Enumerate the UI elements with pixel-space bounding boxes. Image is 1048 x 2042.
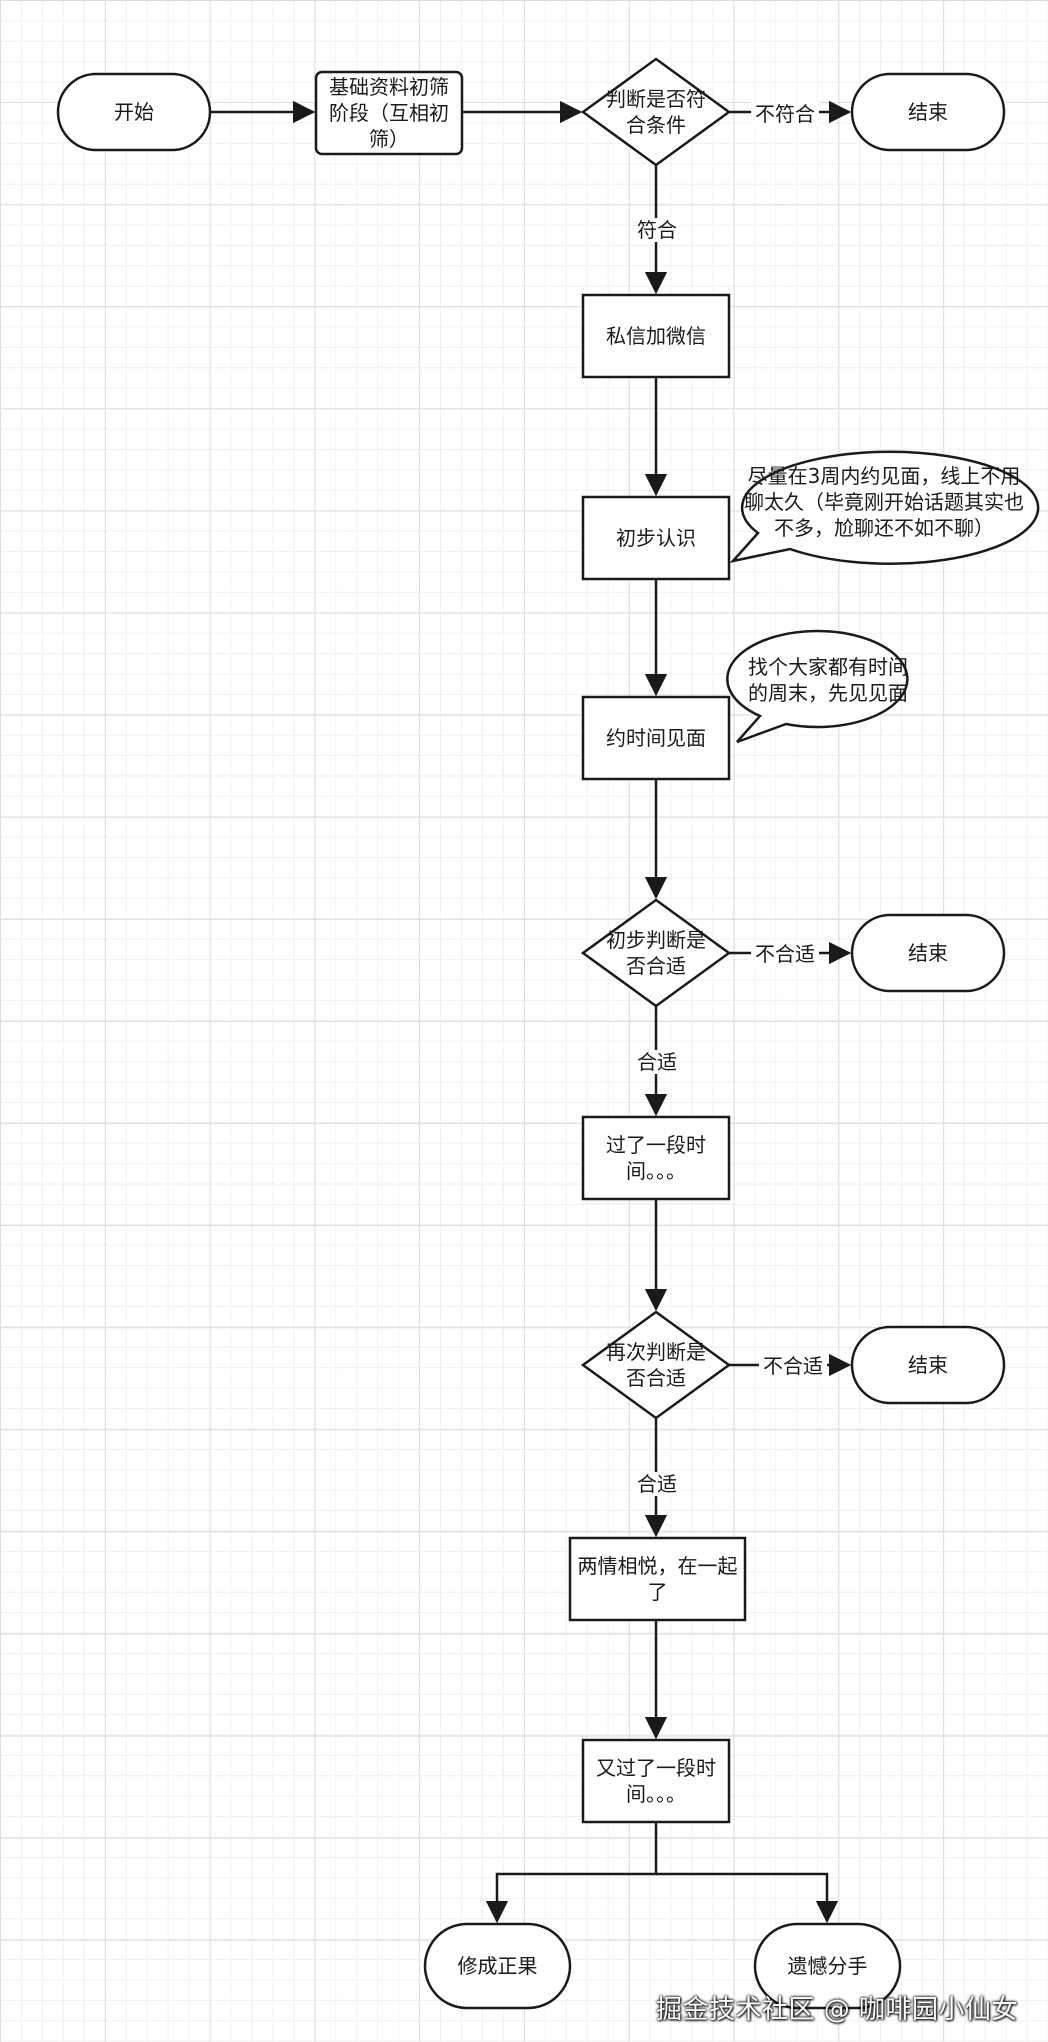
breakup-node [753, 1922, 902, 2010]
note2-bubble [726, 629, 909, 744]
wechat-node [581, 293, 731, 379]
edge-time2-success [485, 1822, 658, 1924]
end1-label: 结束 [908, 100, 948, 124]
end-node-3 [850, 1325, 1006, 1405]
date-node [581, 695, 731, 781]
breakup-label: 遗憾分手 [787, 1954, 868, 1978]
judge3-label: 再次判断是否合适 [606, 1340, 706, 1390]
meet-node [581, 495, 731, 581]
wechat-label: 私信加微信 [606, 324, 706, 348]
together-label: 两情相悦，在一起了 [577, 1554, 738, 1604]
time1-label: 过了一段时间。。。 [606, 1133, 706, 1183]
end-node-1 [850, 72, 1006, 152]
together-node [568, 1536, 747, 1622]
success-label: 修成正果 [457, 1954, 538, 1978]
date-label: 约时间见面 [606, 726, 706, 750]
end2-label: 结束 [908, 941, 948, 965]
edge-label-suitable-1: 合适 [633, 1050, 681, 1074]
judge2-label: 初步判断是否合适 [606, 928, 706, 978]
note2-text: 找个大家都有时间的周末，先见见面 [748, 655, 908, 705]
judge1-label: 判断是否符合条件 [606, 87, 706, 137]
edge-label-unsuitable-1: 不合适 [751, 942, 819, 966]
note1-bubble [729, 450, 1040, 566]
note1-text: 尽量在3周内约见面，线上不用聊太久（毕竟刚开始话题其实也不多，尬聊还不如不聊） [744, 464, 1024, 540]
end3-label: 结束 [908, 1353, 948, 1377]
edge-time2-breakup [656, 1872, 839, 1924]
time2-label: 又过了一段时间。。。 [596, 1756, 716, 1806]
end-node-2 [850, 913, 1006, 993]
meet-label: 初步认识 [616, 526, 696, 550]
success-node [423, 1922, 572, 2010]
start-label: 开始 [114, 100, 154, 124]
edge-label-no-match: 不符合 [751, 102, 819, 126]
edge-label-match: 符合 [633, 218, 681, 242]
time1-node [581, 1115, 731, 1201]
edge-label-unsuitable-2: 不合适 [759, 1354, 827, 1378]
watermark-text: 掘金技术社区 @ 咖啡园小仙女 [655, 1995, 1018, 2025]
screen-label: 基础资料初筛阶段（互相初筛） [329, 75, 449, 151]
edge-label-suitable-2: 合适 [633, 1472, 681, 1496]
